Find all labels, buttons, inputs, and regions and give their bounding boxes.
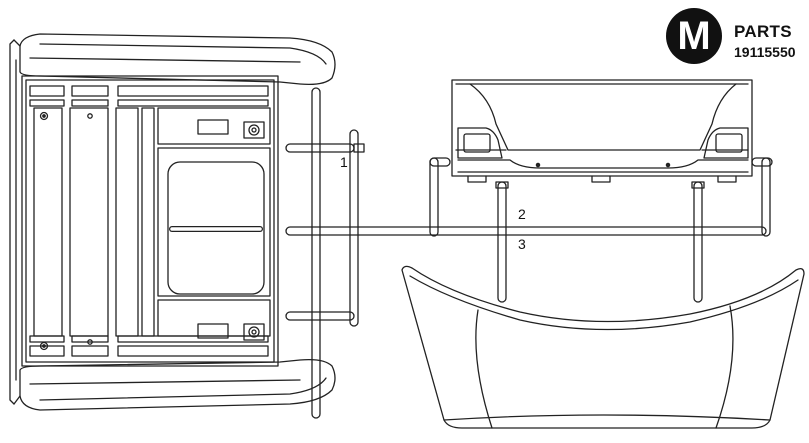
parts-code: 19115550: [734, 44, 796, 60]
part-1-roof-panel: [10, 34, 335, 410]
part-number-2: 2: [518, 206, 526, 222]
part-number-3: 3: [518, 236, 526, 252]
parts-letter-badge: M: [666, 8, 722, 64]
parts-title: PARTS: [734, 22, 792, 41]
sprue-runner-frame: [286, 88, 772, 418]
part-3-hood-panel: [402, 266, 804, 428]
part-2-front-panel: [452, 80, 752, 182]
part-number-1: 1: [340, 154, 348, 170]
